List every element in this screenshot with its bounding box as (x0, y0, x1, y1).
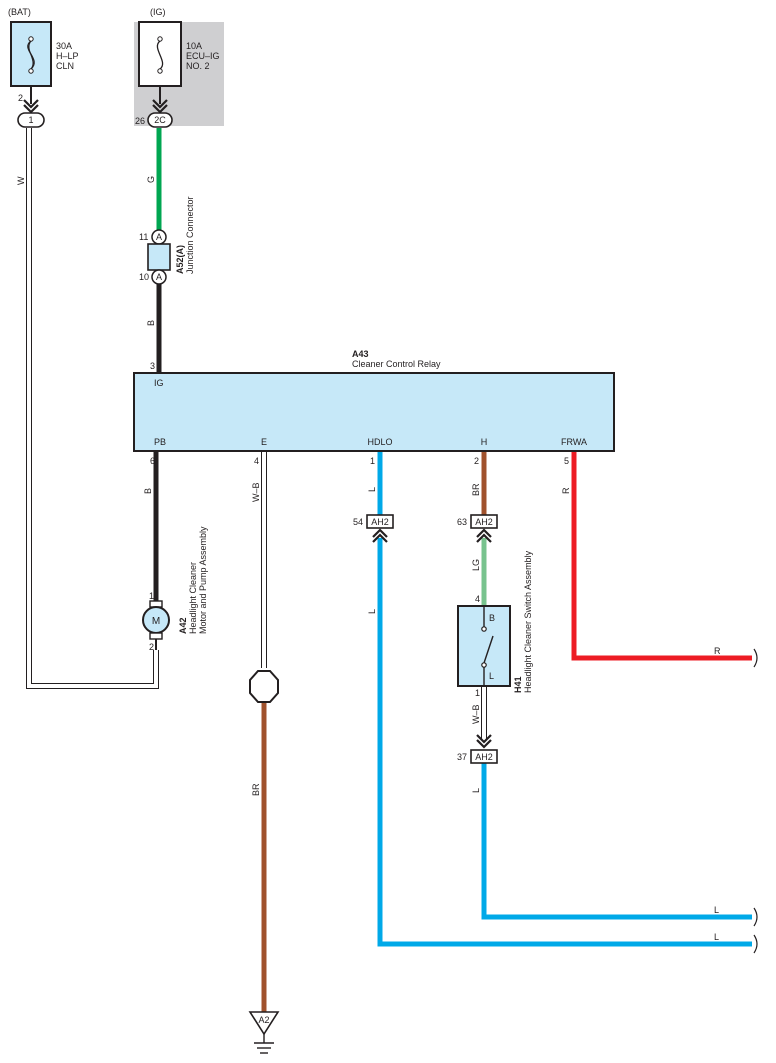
relay-pin-number-e: 4 (254, 456, 259, 466)
switch-contact-icon (483, 635, 494, 664)
motor-pin1: 1 (149, 591, 154, 601)
junction-connector-box (147, 243, 171, 271)
fuse-10a-icon (156, 40, 164, 70)
ig-pin-number: 26 (135, 116, 145, 126)
ah2-hdlo-connector (366, 514, 394, 529)
wire-label-wb-e: W–B (251, 482, 261, 502)
wire-label-r-right: R (714, 646, 721, 656)
wire-label-l-sw: L (471, 788, 481, 793)
motor-symbol: M (152, 616, 160, 627)
jc-bot-pin: 10 (139, 272, 149, 282)
wire-label-l-right1: L (714, 905, 719, 915)
wire-label-wb-sw: W–B (471, 704, 481, 724)
wire-label-l-right2: L (714, 932, 719, 942)
ground-connector (248, 1011, 280, 1036)
wire-l-sw (481, 763, 752, 920)
wire-label-br-h: BR (471, 483, 481, 496)
svg-text:AH2: AH2 (475, 752, 493, 762)
switch-term-l: L (489, 671, 494, 681)
motor-name2: Motor and Pump Assembly (198, 526, 208, 634)
svg-text:A: A (156, 232, 162, 242)
motor-bottom-cap (149, 632, 163, 640)
ah2-hdlo-chevron-icon (372, 528, 388, 543)
switch-name: Headlight Cleaner Switch Assembly (523, 550, 533, 693)
wire-w-bat-core (27, 128, 158, 688)
svg-text:A: A (156, 272, 162, 282)
wire-break-l2 (753, 934, 758, 954)
ah2-h-connector (470, 514, 498, 529)
switch-pin-bot: 1 (475, 688, 480, 698)
motor-name1: Headlight Cleaner (188, 562, 198, 634)
ig-label: (IG) (150, 7, 166, 17)
junction-code: A52(A) (175, 245, 185, 274)
ah2-h-pin: 63 (457, 517, 467, 527)
fuse-30a-line2: H–LP (56, 51, 79, 61)
wire-label-b-pb: B (143, 488, 153, 494)
relay-pin-number-h: 2 (474, 456, 479, 466)
fuse-30a-line1: 30A (56, 41, 72, 51)
relay-ig-pin: 3 (150, 361, 155, 371)
bat-label: (BAT) (8, 7, 31, 17)
ground-icon (254, 1042, 274, 1054)
ah2-h-chevron-icon (476, 528, 492, 543)
relay-pin-number-frwa: 5 (564, 456, 569, 466)
svg-text:AH2: AH2 (371, 517, 389, 527)
wire-label-br-ground: BR (251, 783, 261, 796)
bat-connector (17, 112, 45, 128)
relay-terminal-hdlo: HDLO (367, 437, 392, 447)
cleaner-control-relay (133, 372, 615, 452)
ig-connector (147, 112, 173, 128)
ig-chevron-icon (152, 99, 168, 114)
wire-label-l-hdlo: L (367, 487, 377, 492)
wire-label-r-frwa: R (561, 487, 571, 494)
relay-name: Cleaner Control Relay (352, 359, 441, 369)
fuse-10a-line3: NO. 2 (186, 61, 210, 71)
junction-name: Junction Connector (185, 196, 195, 274)
wire-label-g-ig: G (146, 176, 156, 183)
wire-break-l1 (753, 907, 758, 927)
ig-connector-label: 2C (154, 115, 166, 125)
relay-terminal-frwa: FRWA (561, 437, 587, 447)
svg-text:AH2: AH2 (475, 517, 493, 527)
bat-pin-number: 2 (18, 93, 23, 103)
wire-label-b-ig: B (146, 320, 156, 326)
switch-code: H41 (513, 676, 523, 693)
motor-code: A42 (178, 617, 188, 634)
fuse-10a-line2: ECU–IG (186, 51, 220, 61)
bat-connector-label: 1 (28, 115, 33, 125)
relay-pin-number-pb: 6 (150, 456, 155, 466)
splice-point (249, 670, 279, 703)
jc-bot-terminal (151, 269, 167, 285)
wire-label-l-hdlo-lower: L (367, 609, 377, 614)
wire-break-r (753, 648, 758, 668)
relay-terminal-e: E (261, 437, 267, 447)
wire-label-lg-sw: LG (471, 559, 481, 571)
bat-chevron-icon (23, 99, 39, 114)
ah2-sw-chevron-icon (476, 734, 492, 749)
relay-ig-terminal: IG (154, 378, 164, 388)
ah2-hdlo-pin: 54 (353, 517, 363, 527)
jc-top-pin: 11 (139, 232, 148, 242)
ah2-sw-pin: 37 (457, 752, 467, 762)
motor-pin2: 2 (149, 642, 154, 652)
ground-label: A2 (258, 1015, 269, 1025)
relay-terminal-h: H (481, 437, 488, 447)
wire-label-w-bat: W (16, 176, 26, 185)
switch-term-b: B (489, 613, 495, 623)
ah2-sw-connector (470, 749, 498, 764)
fuse-30a-line3: CLN (56, 61, 74, 71)
relay-pin-number-hdlo: 1 (370, 456, 375, 466)
switch-pin-top: 4 (475, 594, 480, 604)
fuse-10a-line1: 10A (186, 41, 202, 51)
wire-l-hdlo-lower (377, 538, 752, 947)
relay-terminal-pb: PB (154, 437, 166, 447)
relay-code: A43 (352, 349, 369, 359)
wire-r-frwa (571, 451, 752, 661)
